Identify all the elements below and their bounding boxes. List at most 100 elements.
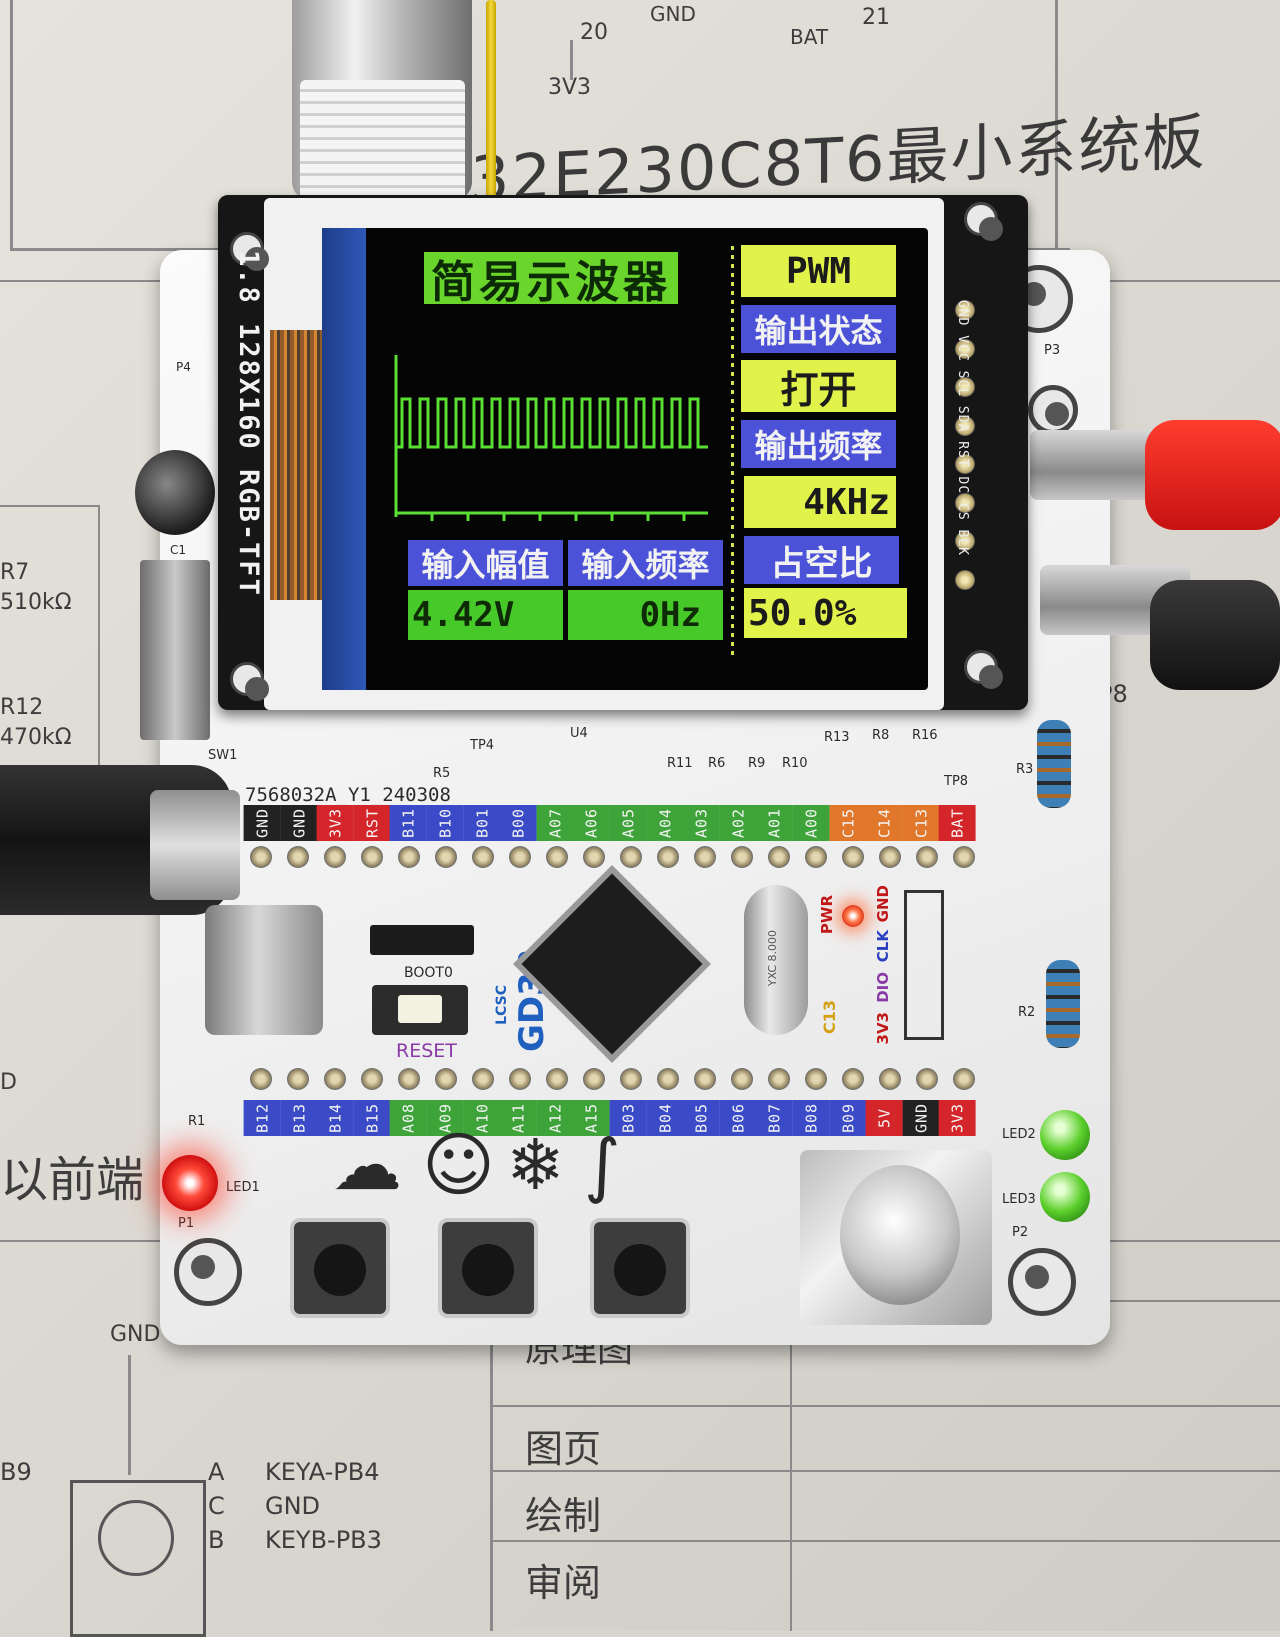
top-pin-label: B11 [390,805,427,841]
top-pin-label: C15 [829,805,867,841]
lcsc-logo: LCSC [494,985,510,1025]
resistor-r3 [1037,720,1071,808]
bottom-pin-label: B04 [646,1100,684,1136]
led3-label: LED3 [1002,1192,1036,1207]
tft-hole [964,202,1003,241]
boot-switch[interactable] [370,925,474,955]
bnc-connector-base [300,80,465,210]
keya-label: KEYA-PB4 [265,1458,380,1486]
r6-label: R6 [708,756,726,771]
key2-button[interactable] [442,1222,534,1314]
paper-border-line [1110,1300,1280,1302]
tp8-label: TP8 [944,774,969,789]
r10-label: R10 [782,756,808,771]
rotary-encoder-knob[interactable] [840,1165,960,1305]
tp4-label: TP4 [470,738,495,753]
bottom-pin-label: GND [902,1100,940,1136]
pin-21-label: 21 [862,5,890,30]
led1-label: LED1 [226,1180,260,1195]
top-pin-label: GND [244,805,281,841]
pin-20-label: 20 [580,20,608,45]
electrolytic-capacitor [135,450,215,535]
top-pin-label: GND [280,805,318,841]
top-pin-label: B10 [426,805,464,841]
r16-label: R16 [912,728,938,743]
pwr-label: PWR [818,895,836,935]
r7-value: 510kΩ [0,590,72,615]
boot-label: BOOT0 [404,965,453,981]
net-bat-top: BAT [790,25,829,49]
key-symbol-circle [98,1500,174,1576]
b9-label: B9 [0,1458,32,1486]
key3-button[interactable] [594,1222,686,1314]
r9-label: R9 [748,756,766,771]
paper-border-line [1055,0,1058,250]
duty-cycle-label: 占空比 [744,536,899,584]
mounting-hole [1028,385,1078,435]
tft-hole [230,232,269,271]
bottom-pin-row [250,1068,975,1090]
output-freq-label: 输出频率 [741,420,896,468]
bottom-pin-label: B06 [719,1100,757,1136]
paper-border-line [0,505,100,507]
bottom-pin-label: 3V3 [939,1100,976,1136]
output-state-value: 打开 [741,360,896,412]
d-label: D [0,1070,17,1095]
top-pin-label: A02 [719,805,757,841]
bottom-pin-label: B12 [244,1100,281,1136]
tft-module-label: 1.8 128X160 RGB-TFT [233,250,264,597]
flex-cable [270,330,330,600]
page-label: 图页 [525,1427,602,1471]
input-amplitude-value: 4.42V [408,590,563,640]
gnd-bottom-label: GND [110,1322,161,1347]
top-pin-label: C14 [866,805,903,841]
p2-label: P2 [1012,1225,1029,1240]
yellow-probe-wire [486,0,496,210]
reset-button[interactable] [372,985,468,1035]
power-switch[interactable] [140,560,210,740]
keyb-label: KEYB-PB3 [265,1526,382,1554]
r12-value: 470kΩ [0,725,72,750]
r1-label: R1 [188,1114,206,1129]
swd-clk-label: CLK [874,930,892,963]
lcd-edge [322,228,366,690]
top-pin-label: RST [353,805,391,841]
pin-c-label: C [208,1492,225,1520]
probe-clip-red [1145,420,1280,530]
duty-cycle-value: 50.0% [744,588,907,638]
mounting-hole [1008,1248,1076,1316]
output-state-label: 输出状态 [741,305,896,353]
r2-label: R2 [1018,1005,1036,1020]
crystal-oscillator [744,885,808,1035]
lcd-divider [731,246,734,656]
p1-label: P1 [178,1216,195,1231]
bottom-pin-label: B08 [792,1100,830,1136]
pin-a-label: A [208,1458,225,1486]
p3-label: P3 [1044,343,1061,358]
resistor-r2 [1046,960,1080,1048]
swd-header[interactable] [904,890,944,1040]
usb-plug [150,790,240,900]
tft-hole [230,662,269,701]
r8-label: R8 [872,728,890,743]
top-pin-label: A03 [683,805,720,841]
tft-hole [964,650,1003,689]
pin-b-label: B [208,1526,225,1554]
r5-label: R5 [433,766,451,781]
key1-button[interactable] [294,1222,386,1314]
top-pin-label: A00 [792,805,830,841]
r12-label: R12 [0,695,44,720]
top-pin-label: A06 [573,805,610,841]
weather-icon: ☁ [332,1124,402,1206]
snowflake-icon: ❄ [506,1124,565,1206]
tft-pin-labels: GND VCC SCL SDA RST DC CS BLK [955,300,970,556]
usb-c-port [205,905,323,1035]
net-gnd-top: GND [650,2,696,26]
top-pin-label: BAT [939,805,976,841]
power-led [842,905,864,927]
c1-label: C1 [170,543,187,557]
paper-border-line [490,1470,1280,1472]
paper-border-line [1110,1240,1280,1242]
paper-border-line [490,1405,1280,1407]
output-freq-value: 4KHz [744,476,896,528]
